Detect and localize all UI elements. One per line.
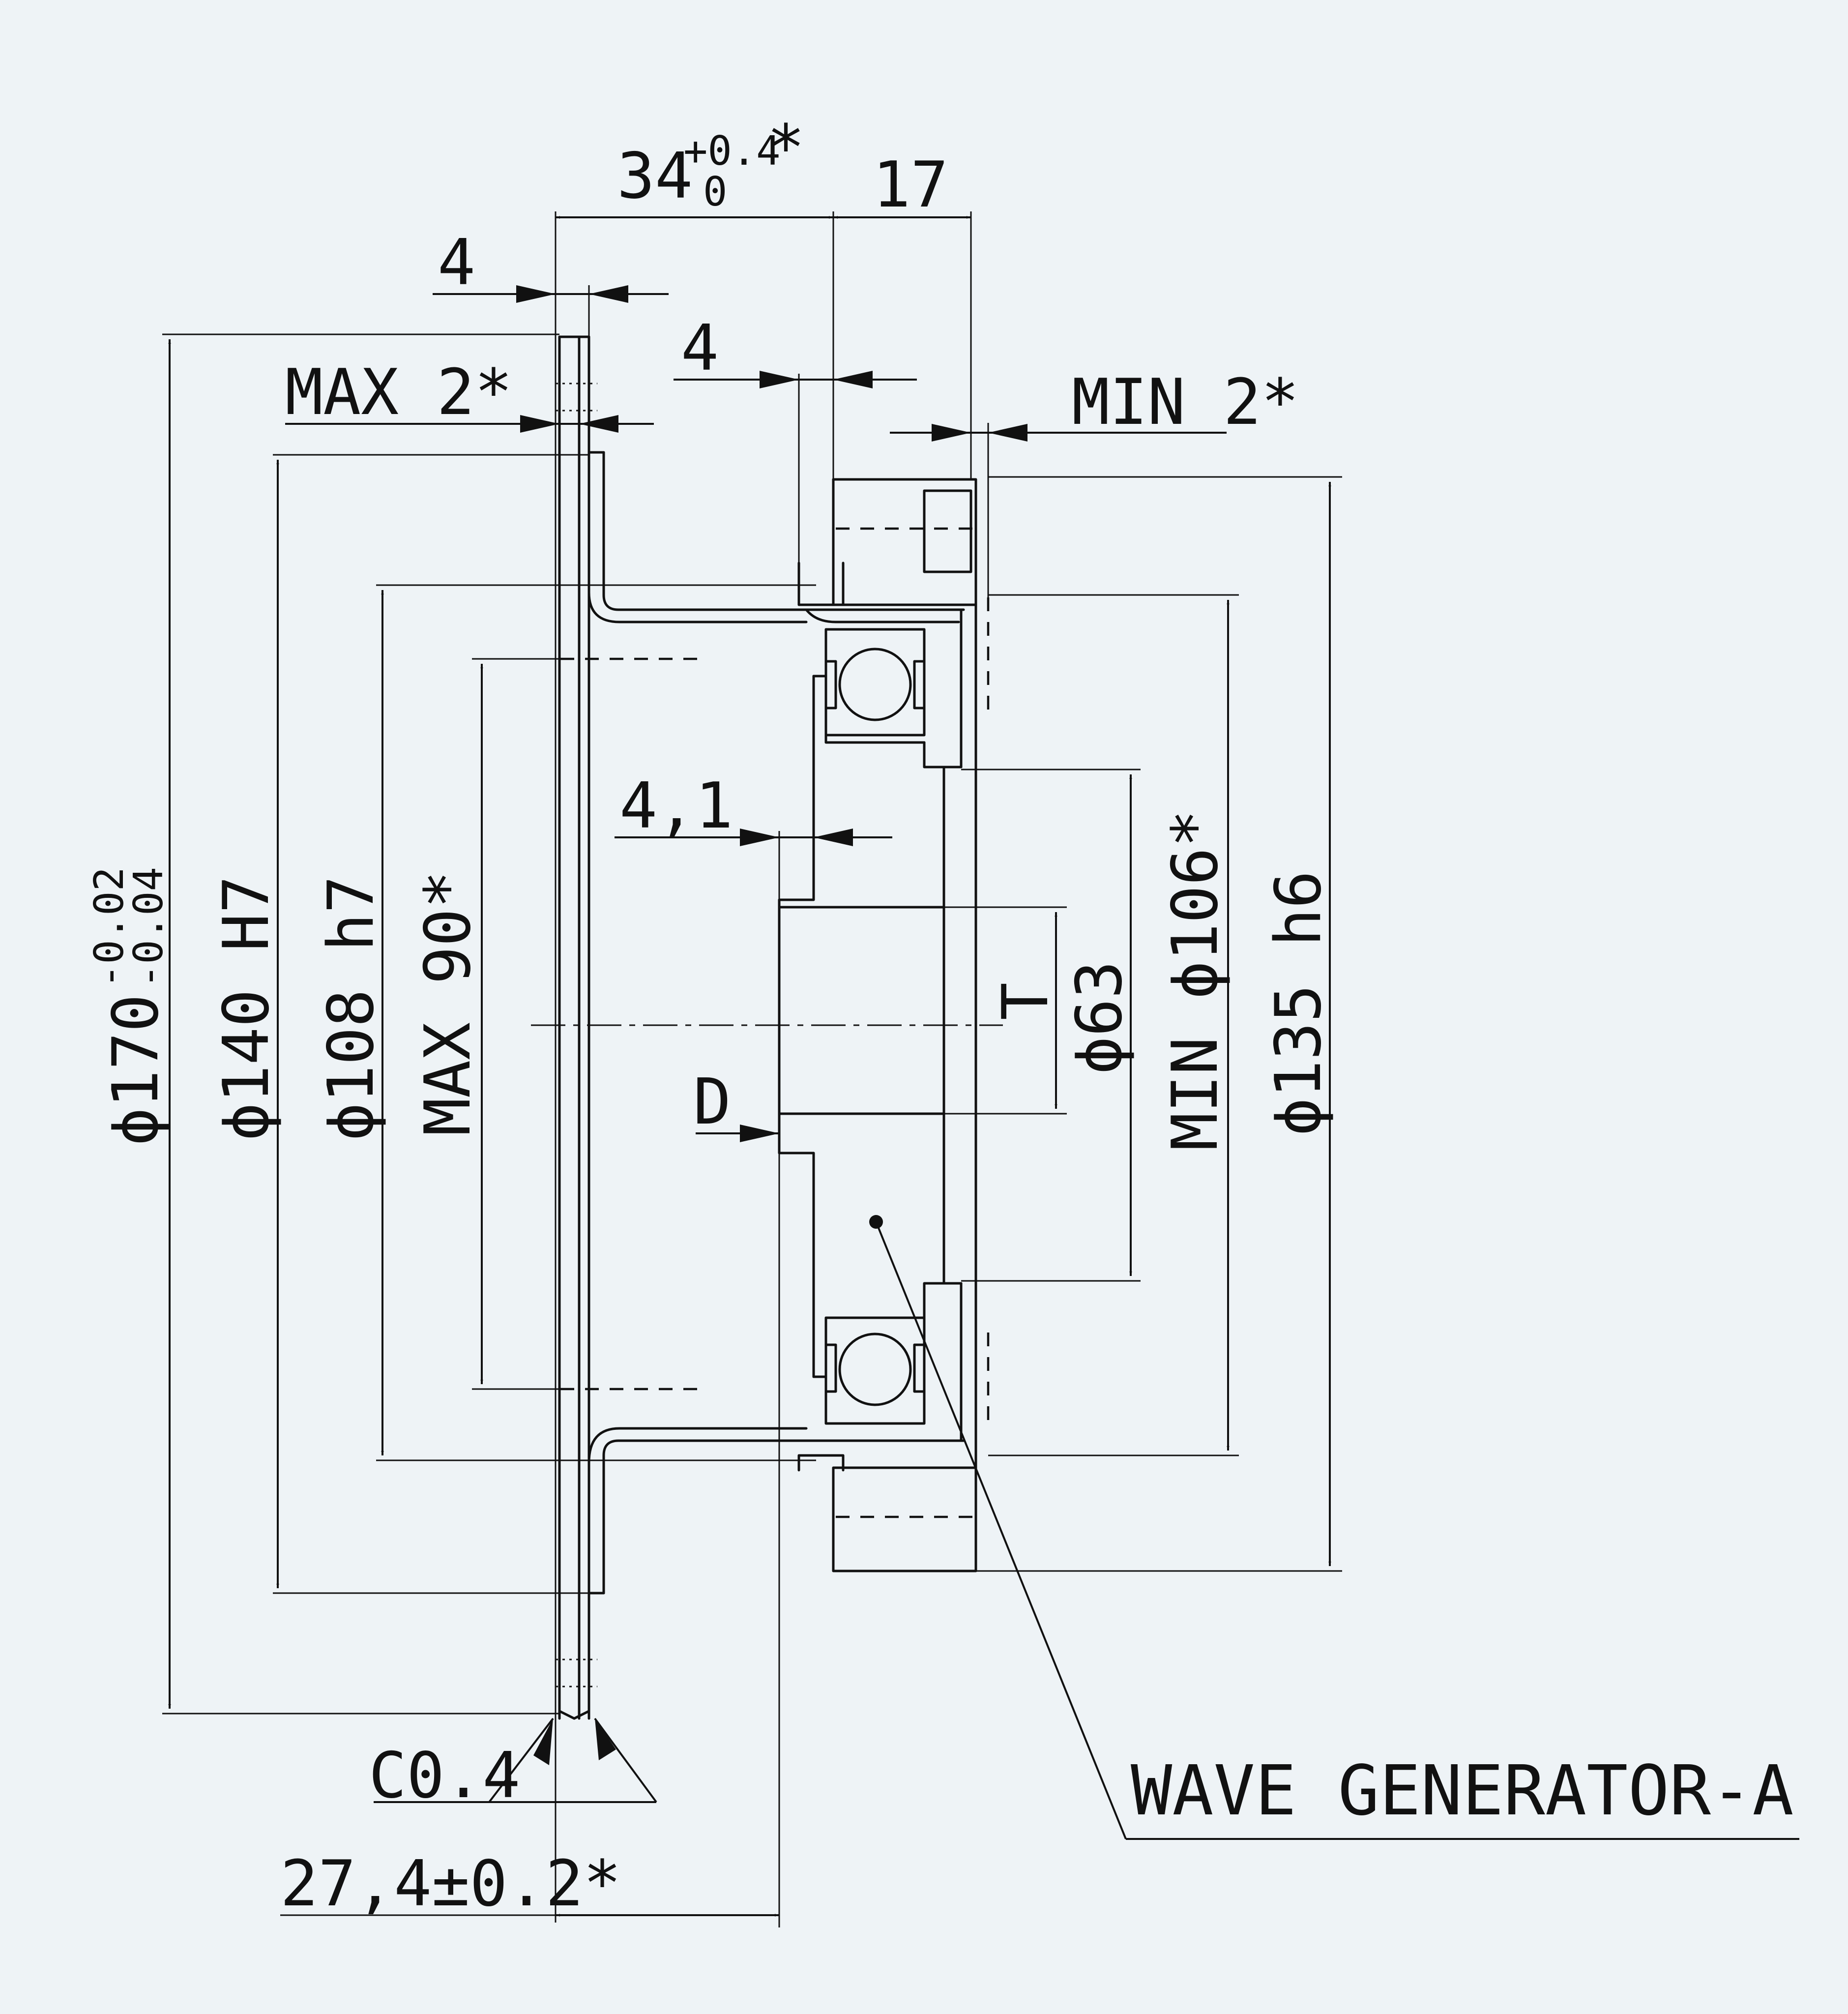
dim-170-tol-upper: -0.02 [86, 867, 133, 988]
dim-min2-label: MIN 2* [1072, 366, 1299, 439]
dim-17-label: 17 [873, 148, 948, 222]
flange-hole-bottom [556, 1659, 597, 1688]
wave-generator-label: WAVE GENERATOR-A [1131, 1751, 1794, 1831]
bearing-bottom [824, 1282, 963, 1425]
dim-135-label: ϕ135 h6 [1262, 871, 1335, 1136]
dim-max2-label: MAX 2* [285, 356, 512, 429]
dim-34-tol-upper: +0.4 [683, 128, 780, 175]
extension-lines [162, 211, 1342, 1927]
dimension-lines [168, 216, 1331, 1917]
dim-170-label: ϕ170 [99, 994, 173, 1146]
flange-hole-top [556, 383, 597, 412]
wave-generator-leader [869, 1215, 1799, 1840]
dimension-labels: 34 +0.4 0 * 17 4 4 MAX 2* MIN 2* 4,1 D T… [86, 112, 1794, 1921]
dim-min106-label: MIN ϕ106* [1159, 809, 1232, 1151]
dim-140-label: ϕ140 H7 [210, 876, 283, 1141]
dim-34-mark: * [767, 112, 805, 185]
chamfer-label: C0.4 [369, 1739, 520, 1812]
dim-63-label: ϕ63 [1063, 961, 1136, 1074]
dim-4-top-label: 4 [438, 226, 475, 299]
dim-D-label: D [693, 1066, 731, 1139]
part-outline [556, 335, 990, 1720]
dim-170-tol-lower: -0.04 [125, 867, 172, 988]
chamfer-leader [374, 1718, 657, 1803]
dim-108-label: ϕ108 h7 [315, 876, 388, 1141]
dim-274-label: 27,4±0.2* [280, 1847, 621, 1921]
dim-34-label: 34 [617, 140, 693, 213]
dim-4-second-label: 4 [681, 312, 719, 385]
dim-41-label: 4,1 [619, 770, 733, 843]
dim-T-label: T [989, 982, 1062, 1020]
dim-max90-label: MAX 90* [411, 871, 485, 1136]
dim-34-tol-lower: 0 [703, 169, 727, 215]
bearing-top [824, 628, 963, 769]
